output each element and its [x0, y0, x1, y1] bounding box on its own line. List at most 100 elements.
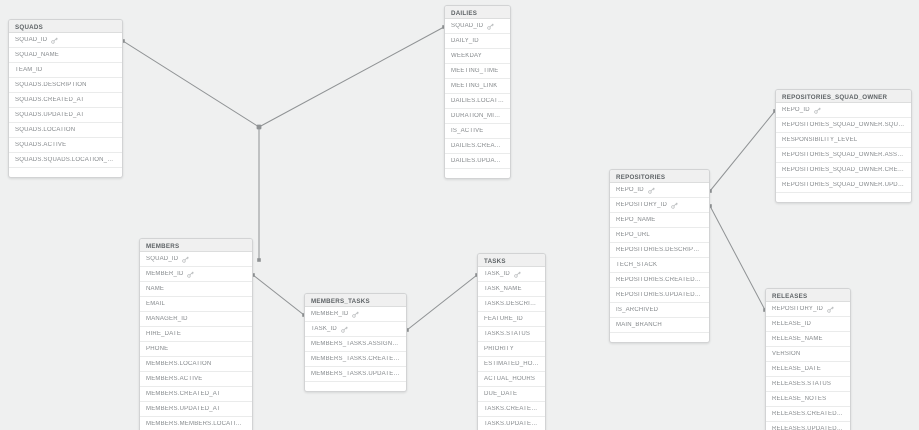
field-row[interactable]: MEMBERS_TASKS.ASSIGNED_DATE — [305, 337, 406, 352]
field-row[interactable]: MAIN_BRANCH — [610, 318, 709, 333]
field-label: REPOSITORIES.UPDATED_AT — [616, 292, 703, 298]
field-list-spacer — [610, 333, 709, 342]
field-row[interactable]: FEATURE_ID — [478, 312, 545, 327]
field-row[interactable]: REPOSITORIES.CREATED_AT — [610, 273, 709, 288]
field-row[interactable]: MANAGER_ID — [140, 312, 252, 327]
field-row[interactable]: PRIORITY — [478, 342, 545, 357]
field-row[interactable]: REPOSITORIES_SQUAD_OWNER.UPDATED_AT — [776, 178, 911, 193]
field-row[interactable]: DURATION_MINUTES — [445, 109, 510, 124]
field-row[interactable]: MEETING_TIME — [445, 64, 510, 79]
field-row[interactable]: DAILIES.CREATED_AT — [445, 139, 510, 154]
field-label: MEMBERS.ACTIVE — [146, 376, 203, 382]
field-label: MEMBERS_TASKS.CREATED_AT — [311, 356, 400, 362]
field-row[interactable]: REPO_ID — [610, 183, 709, 198]
field-row[interactable]: MEMBERS.CREATED_AT — [140, 387, 252, 402]
field-row[interactable]: REPOSITORIES.DESCRIPTION — [610, 243, 709, 258]
field-row[interactable]: MEMBERS.UPDATED_AT — [140, 402, 252, 417]
field-row[interactable]: REPO_ID — [776, 103, 911, 118]
field-row[interactable]: REPOSITORIES_SQUAD_OWNER.SQUAD_ID — [776, 118, 911, 133]
field-row[interactable]: SQUAD_NAME — [9, 48, 122, 63]
field-row[interactable]: VERSION — [766, 347, 850, 362]
field-row[interactable]: EMAIL — [140, 297, 252, 312]
field-row[interactable]: RELEASES.STATUS — [766, 377, 850, 392]
field-label: HIRE_DATE — [146, 331, 182, 337]
field-row[interactable]: RELEASES.CREATED_AT — [766, 407, 850, 422]
field-row[interactable]: RELEASE_ID — [766, 317, 850, 332]
field-row[interactable]: DAILIES.LOCATION — [445, 94, 510, 109]
field-row[interactable]: RELEASES.UPDATED_AT — [766, 422, 850, 430]
field-row[interactable]: MEMBERS.ACTIVE — [140, 372, 252, 387]
field-row[interactable]: TASK_ID — [478, 267, 545, 282]
field-row[interactable]: SQUADS.LOCATION — [9, 123, 122, 138]
field-row[interactable]: RELEASE_NOTES — [766, 392, 850, 407]
field-row[interactable]: IS_ARCHIVED — [610, 303, 709, 318]
field-row[interactable]: RELEASE_NAME — [766, 332, 850, 347]
field-row[interactable]: TASKS.STATUS — [478, 327, 545, 342]
field-list-tasks: TASK_IDTASK_NAMETASKS.DESCRIPTIONFEATURE… — [478, 267, 545, 430]
field-row[interactable]: NAME — [140, 282, 252, 297]
field-row[interactable]: IS_ACTIVE — [445, 124, 510, 139]
field-row[interactable]: RELEASE_DATE — [766, 362, 850, 377]
field-row[interactable]: TASK_ID — [305, 322, 406, 337]
field-row[interactable]: MEMBERS.MEMBERS.LOCATION_GeoI... — [140, 417, 252, 430]
field-row[interactable]: TEAM_ID — [9, 63, 122, 78]
field-row[interactable]: TASKS.UPDATED_AT — [478, 417, 545, 430]
field-row[interactable]: SQUADS.DESCRIPTION — [9, 78, 122, 93]
field-row[interactable]: DAILY_ID — [445, 34, 510, 49]
entity-table-tasks[interactable]: TASKSTASK_IDTASK_NAMETASKS.DESCRIPTIONFE… — [477, 253, 546, 430]
key-icon — [813, 107, 821, 114]
field-row[interactable]: MEETING_LINK — [445, 79, 510, 94]
field-row[interactable]: TECH_STACK — [610, 258, 709, 273]
field-row[interactable]: SQUAD_ID — [445, 19, 510, 34]
field-row[interactable]: SQUADS.UPDATED_AT — [9, 108, 122, 123]
field-label: SQUADS.UPDATED_AT — [15, 112, 85, 118]
entity-title-repositories_squad_owner: REPOSITORIES_SQUAD_OWNER — [776, 90, 911, 103]
field-row[interactable]: ACTUAL_HOURS — [478, 372, 545, 387]
field-row[interactable]: REPOSITORIES_SQUAD_OWNER.ASSIGNED_DATE — [776, 148, 911, 163]
field-row[interactable]: REPO_URL — [610, 228, 709, 243]
field-row[interactable]: MEMBERS_TASKS.UPDATED_AT — [305, 367, 406, 382]
field-row[interactable]: SQUAD_ID — [140, 252, 252, 267]
field-row[interactable]: REPO_NAME — [610, 213, 709, 228]
field-row[interactable]: REPOSITORY_ID — [610, 198, 709, 213]
field-row[interactable]: SQUADS.CREATED_AT — [9, 93, 122, 108]
field-row[interactable]: PHONE — [140, 342, 252, 357]
field-row[interactable]: TASKS.CREATED_AT — [478, 402, 545, 417]
field-label: MEMBERS.MEMBERS.LOCATION_GeoI... — [146, 421, 246, 427]
field-label: VERSION — [772, 351, 801, 357]
edge-endpoint-marker — [257, 125, 261, 129]
field-row[interactable]: REPOSITORY_ID — [766, 302, 850, 317]
field-row[interactable]: MEMBER_ID — [140, 267, 252, 282]
relationship-edge-squads-junction — [122, 40, 260, 128]
field-row[interactable]: MEMBER_ID — [305, 307, 406, 322]
field-row[interactable]: MEMBERS.LOCATION — [140, 357, 252, 372]
relationship-junction-node[interactable] — [256, 124, 262, 130]
field-row[interactable]: MEMBERS_TASKS.CREATED_AT — [305, 352, 406, 367]
field-row[interactable]: TASKS.DESCRIPTION — [478, 297, 545, 312]
field-label: MEETING_TIME — [451, 68, 499, 74]
field-row[interactable]: SQUADS.ACTIVE — [9, 138, 122, 153]
field-row[interactable]: SQUADS.SQUADS.LOCATION_GeoInfo — [9, 153, 122, 168]
field-row[interactable]: DAILIES.UPDATED_AT — [445, 154, 510, 169]
field-row[interactable]: WEEKDAY — [445, 49, 510, 64]
field-row[interactable]: ESTIMATED_HOURS — [478, 357, 545, 372]
field-row[interactable]: TASK_NAME — [478, 282, 545, 297]
field-row[interactable]: REPOSITORIES.UPDATED_AT — [610, 288, 709, 303]
field-row[interactable]: HIRE_DATE — [140, 327, 252, 342]
field-label: REPOSITORY_ID — [616, 202, 668, 208]
field-row[interactable]: REPOSITORIES_SQUAD_OWNER.CREATED_AT — [776, 163, 911, 178]
field-row[interactable]: SQUAD_ID — [9, 33, 122, 48]
field-row[interactable]: DUE_DATE — [478, 387, 545, 402]
field-row[interactable]: RESPONSIBILITY_LEVEL — [776, 133, 911, 148]
field-label: REPOSITORIES_SQUAD_OWNER.CREATED_AT — [782, 167, 905, 173]
